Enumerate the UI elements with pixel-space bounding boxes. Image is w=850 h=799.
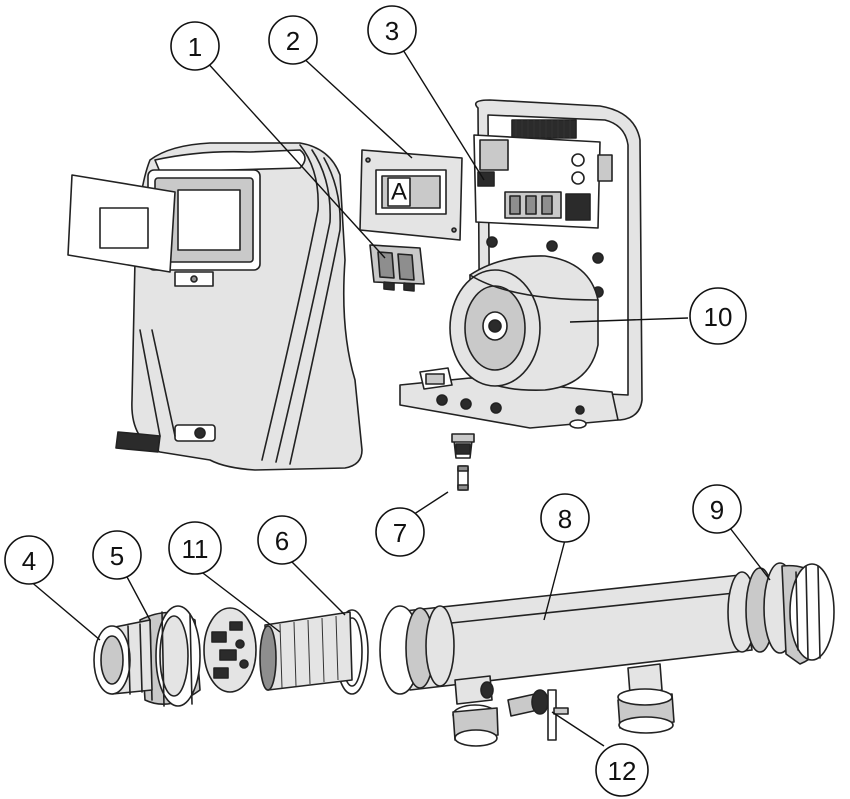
callout-label: 10 <box>704 302 733 332</box>
part-10-transformer <box>449 255 599 391</box>
callout-5: 5 <box>92 530 142 580</box>
callout-label: 11 <box>182 534 209 564</box>
callout-4: 4 <box>4 535 54 585</box>
callout-label: 1 <box>188 32 202 62</box>
callout-7: 7 <box>375 507 425 557</box>
callout-9: 9 <box>692 484 742 534</box>
part-5-cap-nut <box>139 605 201 707</box>
part-4-end-plug <box>93 619 153 695</box>
part-8-cell-body-tube <box>379 567 775 747</box>
callout-label: 5 <box>110 541 124 571</box>
callout-2: 2 <box>268 15 318 65</box>
callout-1: 1 <box>170 21 220 71</box>
callout-label: 4 <box>22 546 36 576</box>
leader-lines <box>28 44 771 747</box>
callout-label: 2 <box>286 26 300 56</box>
callout-label: 9 <box>710 495 724 525</box>
part-2-control-board: A <box>359 149 463 241</box>
callout-label: 6 <box>275 526 289 556</box>
part-7-fuse <box>451 433 475 491</box>
callout-8: 8 <box>540 493 590 543</box>
callout-label: 8 <box>558 504 572 534</box>
callout-label: 12 <box>608 756 637 786</box>
callout-6: 6 <box>257 515 307 565</box>
part-12-sensor-probe <box>507 689 569 741</box>
front-panel-window <box>67 174 176 273</box>
part-11-electrode <box>203 607 353 693</box>
housing-front-cover <box>115 142 363 471</box>
display-screen-letter: A <box>391 179 407 206</box>
callout-3: 3 <box>367 5 417 55</box>
part-9-union-nut <box>763 562 835 665</box>
callout-12: 12 <box>595 743 649 797</box>
callout-label: 7 <box>393 518 407 548</box>
callout-11: 11 <box>168 521 222 575</box>
part-1-relay-block <box>369 244 425 292</box>
callout-label: 3 <box>385 16 399 46</box>
callout-10: 10 <box>689 287 747 345</box>
